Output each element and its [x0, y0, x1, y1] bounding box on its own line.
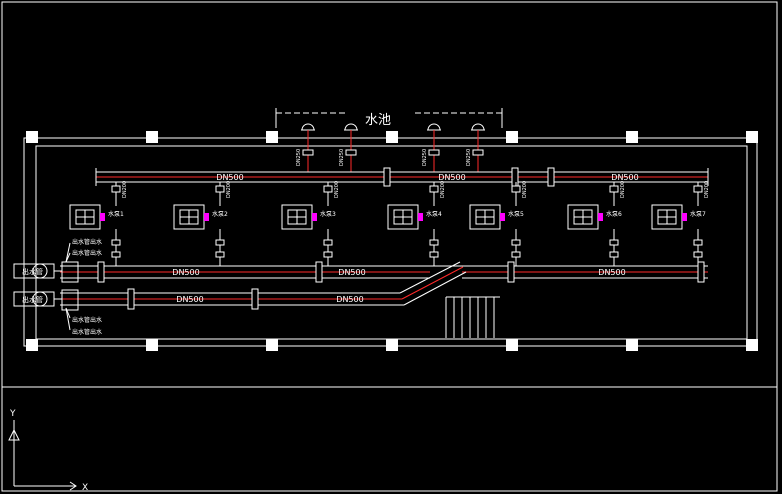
column-top-3 [266, 131, 278, 143]
inlet-label-1: 出水管 [22, 267, 43, 276]
intake-2: DN250 [339, 123, 358, 172]
inlet-label-2: 出水管 [22, 295, 43, 304]
column-bottom-6 [626, 339, 638, 351]
pump-dn-label-6: DN200 [620, 181, 626, 198]
pump-tag-5: 水泵5 [508, 210, 524, 218]
pump-dn-label-7: DN200 [704, 181, 710, 198]
pump-5: DN200 水泵5 [469, 181, 528, 266]
pump-1: DN200 水泵1 [69, 181, 128, 266]
ucs-icon [8, 420, 77, 491]
pump-7: DN200 水泵7 [651, 181, 710, 266]
column-top-4 [386, 131, 398, 143]
ucs-x-label: X [82, 483, 88, 493]
pool-label: 水池 [365, 113, 391, 128]
intake-dn-label-4: DN250 [466, 149, 472, 166]
header-pipe-label-1: DN500 [216, 173, 243, 182]
callout-3: 出水管出水 [72, 316, 102, 324]
bottom-pipe-label-2: DN500 [336, 295, 363, 304]
pump-dn-label-1: DN200 [122, 181, 128, 198]
column-bottom-2 [146, 339, 158, 351]
header-pipe-label-3: DN500 [611, 173, 638, 182]
pump-3: DN200 水泵3 [281, 181, 340, 266]
header-pipe-label-2: DN500 [438, 173, 465, 182]
bottom-pipe [60, 261, 467, 310]
column-bottom-1 [26, 339, 38, 351]
upper-header-pipe [95, 167, 709, 187]
pump-dn-label-3: DN200 [334, 181, 340, 198]
intake-dn-label-3: DN250 [422, 149, 428, 166]
ucs-y-label: Y [9, 409, 16, 419]
callout-1: 出水管出水 [72, 238, 102, 246]
lower-main-pipe [60, 261, 708, 283]
pump-tag-3: 水泵3 [320, 210, 336, 218]
pump-tag-7: 水泵7 [690, 210, 706, 218]
pump-tag-4: 水泵4 [426, 210, 442, 218]
column-top-7 [746, 131, 758, 143]
bottom-pipe-label-1: DN500 [176, 295, 203, 304]
lower-pipe-label-3: DN500 [598, 268, 625, 277]
inlet-assembly [13, 261, 79, 311]
column-top-5 [506, 131, 518, 143]
structural-columns [26, 131, 758, 351]
pump-6: DN200 水泵6 [567, 181, 626, 266]
pump-2: DN200 水泵2 [173, 181, 232, 266]
pump-tag-2: 水泵2 [212, 210, 228, 218]
callout-2: 出水管出水 [72, 249, 102, 257]
intake-1: DN250 [296, 123, 315, 172]
column-top-6 [626, 131, 638, 143]
column-bottom-3 [266, 339, 278, 351]
pump-dn-label-4: DN200 [440, 181, 446, 198]
pump-tag-6: 水泵6 [606, 210, 622, 218]
column-bottom-7 [746, 339, 758, 351]
column-bottom-4 [386, 339, 398, 351]
pool-intake-group: DN250 DN250 DN250 DN250 [296, 123, 485, 172]
pump-dn-label-2: DN200 [226, 181, 232, 198]
intake-3: DN250 [422, 123, 441, 172]
callout-leaders [65, 242, 71, 331]
lower-pipe-label-1: DN500 [172, 268, 199, 277]
column-top-1 [26, 131, 38, 143]
column-top-2 [146, 131, 158, 143]
intake-dn-label-1: DN250 [296, 149, 302, 166]
callout-4: 出水管出水 [72, 328, 102, 336]
intake-dn-label-2: DN250 [339, 149, 345, 166]
pump-dn-label-5: DN200 [522, 181, 528, 198]
lower-pipe-label-2: DN500 [338, 268, 365, 277]
pump-tag-1: 水泵1 [108, 210, 124, 218]
intake-4: DN250 [466, 123, 485, 172]
pump-4: DN200 水泵4 [387, 181, 446, 266]
pool-outline [275, 108, 503, 128]
column-bottom-5 [506, 339, 518, 351]
stair-hatch [445, 296, 500, 338]
pump-row: DN200 水泵1 DN200 水泵2 DN200 水泵3 DN200 水泵4 DN200 水泵5… [69, 181, 710, 266]
